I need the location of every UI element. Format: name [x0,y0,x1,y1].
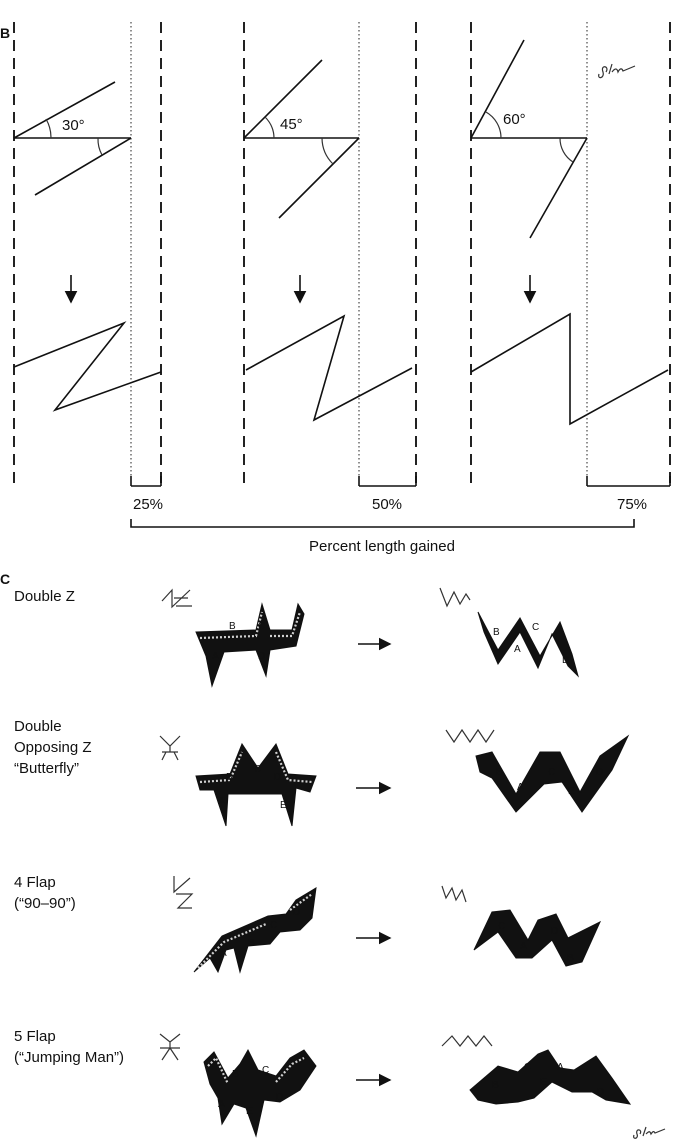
technique-butterfly: Double Opposing Z “Butterfly” B C D A E … [14,718,630,827]
flap-letter: E [568,786,575,797]
upper-limb [243,59,323,139]
incision-schema-icon [441,885,467,903]
flap-letter: B [493,627,500,638]
technique-name: Opposing Z [14,739,92,756]
angle-arc [559,137,574,163]
transposed-z [245,314,413,422]
flap-letter: A [517,782,524,793]
flap-before [193,887,317,974]
technique-name: (“90–90”) [14,895,76,912]
incision-schema-icon [441,1035,493,1047]
lower-limb [278,137,360,219]
flap-edge [199,611,302,640]
technique-name: 5 Flap [14,1028,56,1045]
technique-name: 4 Flap [14,874,56,891]
flap-letter: A [557,1062,564,1073]
flap-letter: C [498,921,505,932]
transposed-z [470,312,669,426]
technique-4-flap: 4 Flap (“90–90”) D C B A C D A B [14,874,602,974]
flap-letter: E [280,800,287,811]
lower-limb [34,137,132,196]
flap-letter: B [226,772,233,783]
angle-arc [45,118,52,139]
lower-limb [529,137,588,239]
flap-letter: D [276,1092,283,1103]
flap-letter: A [220,948,227,959]
angle-label: 45° [280,116,303,133]
technique-name: Double [14,718,62,735]
flap-letter: C [532,622,539,633]
flap-letter: C [254,764,261,775]
flap-letter: C [258,621,265,632]
flap-after [477,611,579,678]
flap-edge [207,1056,305,1085]
technique-double-z: Double Z B C A D B C A D [14,587,579,688]
flap-after [469,1049,632,1105]
incision-schema-icon [159,1033,181,1061]
upper-limb [13,81,116,139]
flap-letter: B [567,953,574,964]
flap-letter: C [548,767,555,778]
technique-name: (“Jumping Man”) [14,1049,124,1066]
flap-letter: A [520,941,527,952]
flap-before [195,602,305,688]
b-column-60: 60° 75% [470,22,671,513]
flap-letter: A [218,796,225,807]
artist-signature [598,63,636,79]
angle-arc [264,116,275,139]
b-column-45: 45° 50% [243,22,417,513]
angle-label: 60° [503,111,526,128]
flap-letter: D [597,1087,604,1098]
flap-edge [197,893,313,969]
gain-axis-bracket [130,519,635,528]
angle-arc [485,111,502,139]
flap-letter: D [551,926,558,937]
incision-schema-icon [161,588,192,609]
flap-letter: C [262,1065,269,1076]
angle-arc [321,137,334,165]
flap-letter: E [540,1077,547,1088]
flap-letter: D [293,907,300,918]
flap-letter: D [274,772,281,783]
flap-letter: C [270,920,277,931]
b-column-30: 30° 25% [13,22,163,513]
incision-schema-icon [159,735,181,761]
flap-letter: B [229,621,236,632]
upper-limb [470,39,525,139]
gain-label: 25% [133,496,163,513]
incision-schema-icon [445,728,495,744]
flap-letter: B [232,1069,239,1080]
technique-name: “Butterfly” [14,760,79,777]
flap-after [475,734,630,813]
panel-b-label: B [0,25,10,41]
panel-c-label: C [0,571,10,587]
flap-letter: E [246,1106,253,1117]
technique-name: Double Z [14,588,75,605]
flap-letter: D [596,767,603,778]
angle-label: 30° [62,117,85,134]
gain-label: 50% [372,496,402,513]
flap-letter: A [218,1099,225,1110]
transposed-z [13,321,162,412]
flap-letter: D [258,651,265,662]
technique-5-flap: 5 Flap (“Jumping Man”) B C A E D B C A E… [14,1028,632,1138]
flap-letter: B [496,767,503,778]
flap-after [473,909,602,967]
flap-letter: C [524,1062,531,1073]
percent-gained-bracket: Percent length gained [130,519,635,555]
incision-schema-icon [173,876,194,909]
artist-signature [633,1126,666,1139]
incision-schema-icon [439,587,471,608]
angle-arc [97,137,103,156]
flap-before [203,1048,317,1138]
flap-letter: B [492,1080,499,1091]
flap-letter: D [562,655,569,666]
flap-letter: A [212,651,219,662]
gain-label: 75% [617,496,647,513]
flap-letter: B [248,938,255,949]
axis-label: Percent length gained [309,538,455,555]
flap-letter: A [514,644,521,655]
flap-before [195,742,317,827]
